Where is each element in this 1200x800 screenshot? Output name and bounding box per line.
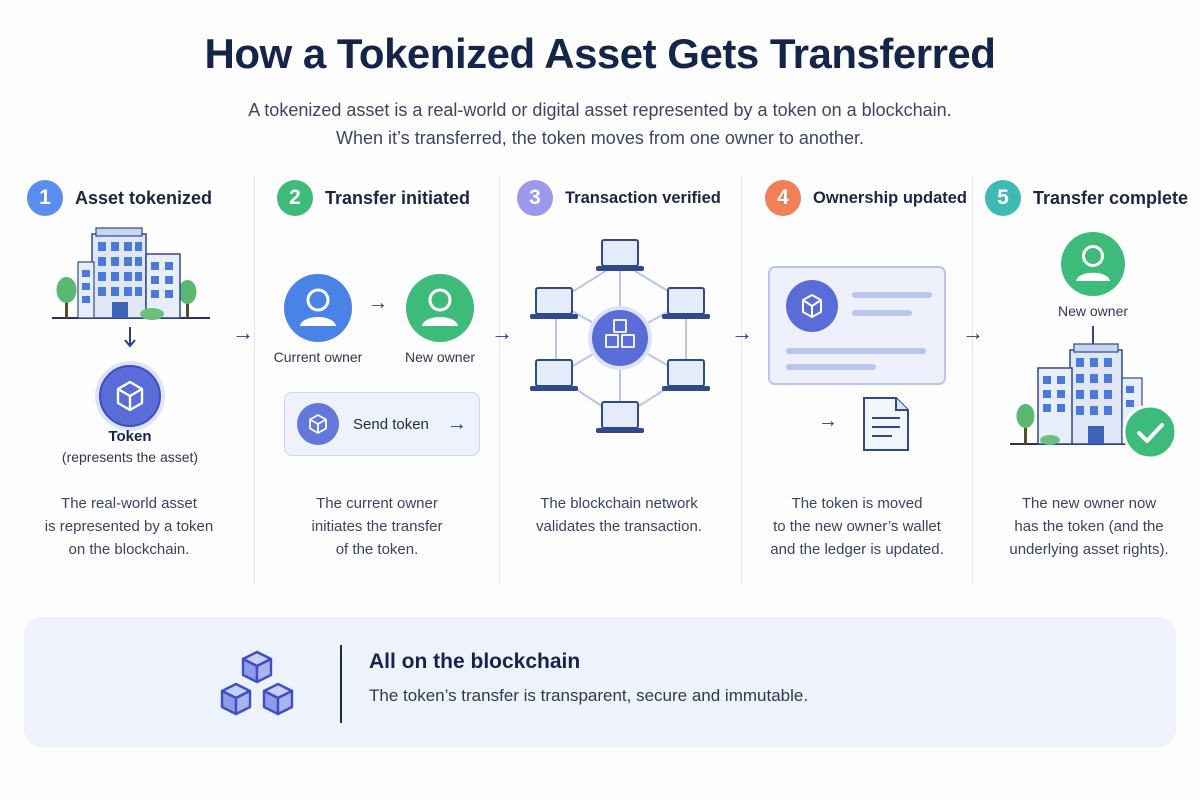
blocks-icon bbox=[220, 650, 294, 716]
step-1-description: The real-world asset is represented by a… bbox=[24, 492, 234, 561]
arrow-right-icon: → bbox=[368, 292, 388, 314]
arrow-right-icon: → bbox=[446, 412, 467, 435]
step-5-header: 5 Transfer complete bbox=[985, 178, 1188, 218]
step-1-label: Asset tokenized bbox=[75, 187, 213, 208]
step-3-number: 3 bbox=[517, 180, 553, 216]
token-sublabel: (represents the asset) bbox=[61, 449, 199, 465]
step-3-label: Transaction verified bbox=[565, 188, 721, 207]
step-5-number: 5 bbox=[985, 180, 1021, 216]
laptop-icon bbox=[596, 239, 644, 271]
column-divider bbox=[972, 176, 973, 584]
flow-arrow-icon: → bbox=[232, 320, 254, 345]
check-icon bbox=[1122, 404, 1178, 460]
step-4-number: 4 bbox=[765, 180, 801, 216]
step-3-description: The blockchain network validates the tra… bbox=[512, 492, 726, 538]
description-line: underlying asset rights). bbox=[1009, 541, 1169, 558]
laptop-icon bbox=[596, 401, 644, 433]
token-icon bbox=[297, 403, 339, 445]
step-5-description: The new owner now has the token (and the… bbox=[984, 492, 1194, 561]
column-divider bbox=[741, 176, 742, 584]
flow-arrow-icon: → bbox=[962, 320, 984, 345]
description-line: The blockchain network bbox=[540, 495, 698, 512]
token-icon bbox=[95, 361, 165, 431]
description-line: The token is moved bbox=[791, 495, 923, 512]
step-2-description: The current owner initiates the transfer… bbox=[272, 492, 482, 561]
step-2-label: Transfer initiated bbox=[325, 187, 471, 208]
down-arrow-icon bbox=[124, 327, 136, 348]
send-token-card: Send token → bbox=[284, 392, 480, 456]
user-icon bbox=[1061, 232, 1125, 296]
description-line: initiates the transfer bbox=[311, 518, 443, 535]
subtitle-line-1: A tokenized asset is a real-world or dig… bbox=[248, 100, 952, 120]
description-line: is represented by a token bbox=[44, 518, 214, 535]
user-icon bbox=[284, 274, 352, 342]
footer-banner bbox=[24, 617, 1176, 747]
description-line: on the blockchain. bbox=[68, 541, 190, 558]
ledger-document-icon bbox=[863, 397, 909, 451]
description-line: has the token (and the bbox=[1014, 518, 1164, 535]
wallet-card-icon bbox=[768, 266, 946, 385]
description-line: and the ledger is updated. bbox=[770, 541, 944, 558]
description-line: validates the transaction. bbox=[536, 518, 702, 535]
flow-arrow-icon: → bbox=[731, 320, 753, 345]
send-token-label: Send token bbox=[353, 415, 429, 433]
building-icon bbox=[52, 227, 210, 320]
page-subtitle: A tokenized asset is a real-world or dig… bbox=[0, 96, 1200, 152]
new-owner-label: New owner bbox=[1057, 303, 1129, 319]
laptop-icon bbox=[530, 287, 578, 319]
step-4-description: The token is moved to the new owner’s wa… bbox=[752, 492, 962, 561]
laptop-icon bbox=[662, 359, 710, 391]
subtitle-line-2: When it’s transferred, the token moves f… bbox=[336, 128, 864, 148]
step-3-header: 3 Transaction verified bbox=[517, 178, 721, 218]
footer-subtitle: The token’s transfer is transparent, sec… bbox=[369, 686, 809, 705]
laptop-icon bbox=[662, 287, 710, 319]
token-label: Token bbox=[108, 428, 152, 445]
page-title: How a Tokenized Asset Gets Transferred bbox=[204, 30, 996, 77]
flow-arrow-icon: → bbox=[491, 320, 513, 345]
step-5-label: Transfer complete bbox=[1033, 187, 1189, 208]
network-icon bbox=[530, 239, 710, 433]
current-owner-label: Current owner bbox=[273, 349, 363, 365]
footer-title: All on the blockchain bbox=[369, 650, 581, 673]
laptop-icon bbox=[530, 359, 578, 391]
description-line: to the new owner’s wallet bbox=[773, 518, 941, 535]
description-line: The current owner bbox=[316, 495, 438, 512]
description-line: The new owner now bbox=[1021, 495, 1157, 512]
step-1-header: 1 Asset tokenized bbox=[27, 178, 212, 218]
step-4-label: Ownership updated bbox=[813, 188, 968, 207]
new-owner-label: New owner bbox=[404, 349, 476, 365]
description-line: The real-world asset bbox=[61, 495, 197, 512]
step-1-number: 1 bbox=[27, 180, 63, 216]
building-icon bbox=[1010, 326, 1150, 445]
step-2-header: 2 Transfer initiated bbox=[277, 178, 470, 218]
column-divider bbox=[499, 176, 500, 584]
step-4-header: 4 Ownership updated bbox=[765, 178, 967, 218]
step-2-number: 2 bbox=[277, 180, 313, 216]
column-divider bbox=[254, 176, 255, 584]
footer-divider bbox=[340, 645, 342, 723]
description-line: of the token. bbox=[335, 541, 419, 558]
arrow-right-icon: → bbox=[818, 410, 838, 432]
user-icon bbox=[406, 274, 474, 342]
